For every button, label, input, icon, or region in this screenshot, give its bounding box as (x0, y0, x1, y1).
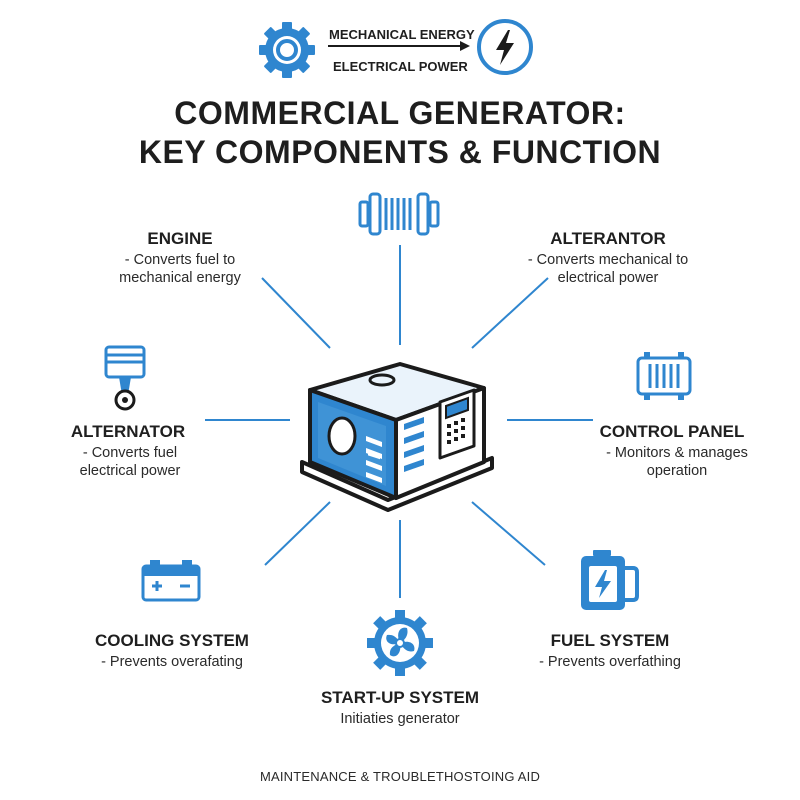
gear-icon (259, 22, 315, 78)
cooling-system-title: COOLING SYSTEM (95, 631, 249, 650)
fuel-can-icon (581, 550, 639, 610)
startup-system-desc: Initiaties generator (340, 711, 460, 727)
radiator-icon (636, 352, 692, 400)
fuel-system-desc: - Prevents overfathing (539, 654, 681, 670)
generator-icon (300, 362, 494, 512)
arrow-right-icon (328, 41, 470, 51)
control-panel-desc: - Monitors & manages operation (606, 445, 748, 480)
page-title-line1: COMMERCIAL GENERATOR: (174, 95, 626, 131)
alternator-left-desc: - Converts fuel electrical power (79, 445, 181, 480)
piston-icon (104, 345, 146, 411)
cooling-system-desc: - Prevents overafating (101, 654, 243, 670)
alternator-top-title: ALTERANTOR (550, 229, 666, 248)
engine-desc: - Converts fuel to mechanical energy (119, 252, 241, 287)
control-panel-title: CONTROL PANEL (599, 422, 745, 441)
fuel-system-title: FUEL SYSTEM (550, 631, 670, 650)
alternator-top-desc: - Converts mechanical to electrical powe… (527, 252, 689, 287)
flow-label-mechanical: MECHANICAL ENERGY (329, 27, 475, 42)
page-title-line2: KEY COMPONENTS & FUNCTION (138, 134, 662, 170)
battery-icon (141, 560, 201, 602)
alternator-left-title: ALTERNATOR (70, 422, 186, 441)
engine-title: ENGINE (147, 229, 213, 248)
flow-label-electrical: ELECTRICAL POWER (333, 59, 468, 74)
footer-caption: MAINTENANCE & TROUBLETHOSTOING AID (259, 769, 541, 784)
startup-system-title: START-UP SYSTEM (320, 688, 480, 707)
fan-gear-icon (367, 610, 433, 676)
lightning-icon (477, 19, 533, 75)
alternator-coil-icon (358, 192, 440, 236)
